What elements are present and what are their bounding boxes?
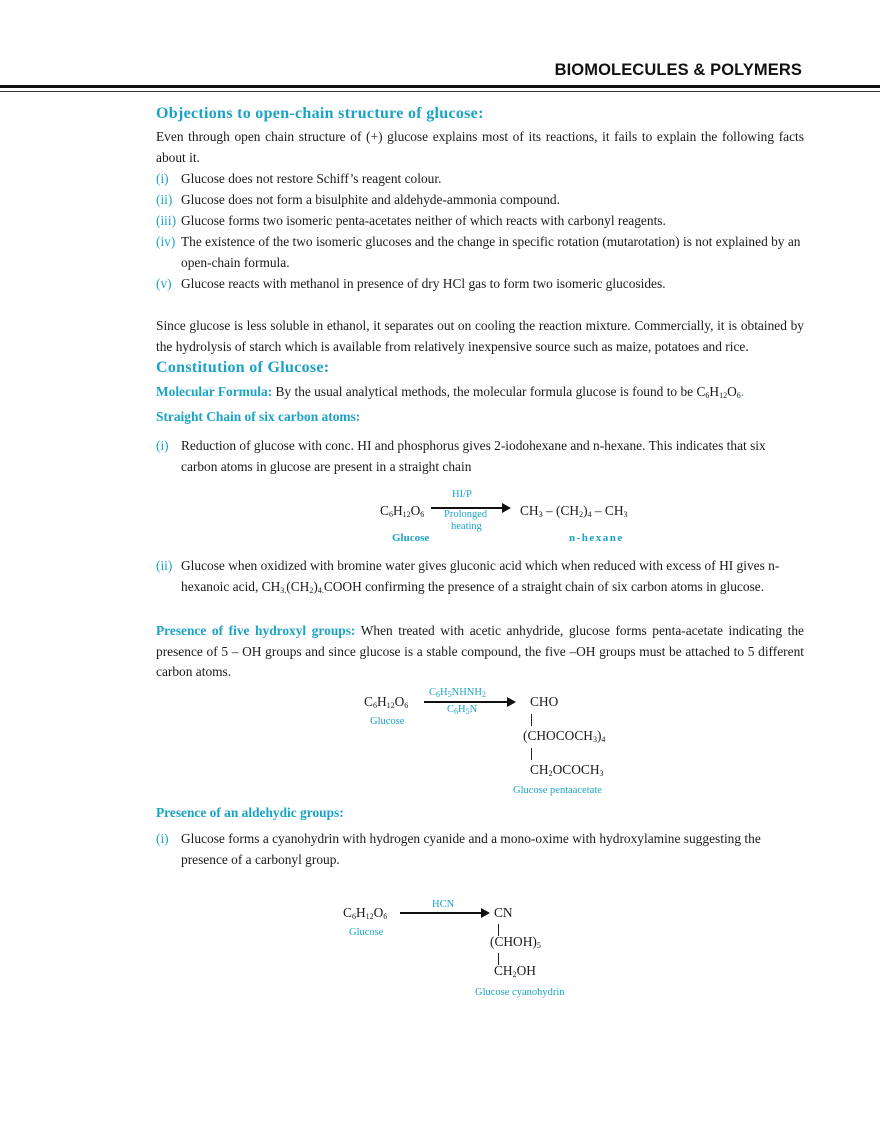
- objection-item: (ii) Glucose does not form a bisulphite …: [156, 189, 804, 210]
- item-number: (iv): [156, 234, 176, 249]
- item-text: Glucose when oxidized with bromine water…: [181, 558, 780, 595]
- reaction-arrow-icon: [431, 503, 511, 513]
- item-number: (iii): [156, 213, 177, 228]
- item-text: Glucose forms two isomeric penta-acetate…: [181, 213, 666, 228]
- reagent-bottom: C6H5N: [447, 704, 478, 716]
- straight-chain-item-2: (ii) Glucose when oxidized with bromine …: [156, 555, 804, 597]
- reaction-arrow-icon: [424, 697, 516, 707]
- item-number: (i): [156, 171, 169, 186]
- bond-line: [498, 953, 499, 965]
- item-number: (ii): [156, 192, 173, 207]
- molecular-formula-paragraph: Molecular Formula: By the usual analytic…: [156, 384, 745, 400]
- product-label: Glucose cyanohydrin: [475, 987, 565, 998]
- item-text: The existence of the two isomeric glucos…: [181, 234, 801, 270]
- reactant-label: Glucose: [349, 927, 384, 938]
- reactant-label: Glucose: [392, 532, 430, 544]
- bond-line: [498, 924, 499, 936]
- bond-line: [531, 748, 532, 760]
- page-content: Objections to open-chain structure of gl…: [156, 103, 804, 477]
- product-line-chohoh: (CHOH)5: [490, 934, 541, 950]
- molecular-formula-label: Molecular Formula:: [156, 384, 273, 399]
- product-line-chococh3: (CHOCOCH3)4: [523, 728, 606, 744]
- item-text: Glucose does not form a bisulphite and a…: [181, 192, 560, 207]
- reagent-bottom-1: Prolonged: [444, 509, 488, 520]
- item-number: (i): [156, 438, 169, 453]
- product-line-ch2oh: CH2OH: [494, 963, 536, 979]
- item-text: Glucose reacts with methanol in presence…: [181, 276, 666, 291]
- bond-line: [531, 714, 532, 726]
- product-line-cho: CHO: [530, 694, 559, 709]
- hydroxyl-text: When treated with acetic anhydride, gluc…: [156, 623, 804, 679]
- objection-item: (iv) The existence of the two isomeric g…: [156, 231, 804, 273]
- product-label: n-hexane: [569, 532, 624, 544]
- reactant-glucose-formula: C6H12O6: [364, 694, 409, 710]
- hydroxyl-label: Presence of five hydroxyl groups:: [156, 623, 356, 638]
- item-number: (i): [156, 831, 169, 846]
- reactant-label: Glucose: [370, 716, 405, 727]
- objections-heading: Objections to open-chain structure of gl…: [156, 105, 484, 122]
- header-rule-thick: [0, 85, 880, 88]
- product-n-hexane-formula: CH3 – (CH2)4 – CH3: [520, 503, 628, 519]
- objection-item: (v) Glucose reacts with methanol in pres…: [156, 273, 804, 294]
- running-header-title: BIOMOLECULES & POLYMERS: [554, 61, 802, 79]
- aldehydic-item-1: (i) Glucose forms a cyanohydrin with hyd…: [156, 829, 804, 870]
- straight-chain-item: (i) Reduction of glucose with conc. HI a…: [156, 435, 804, 477]
- reaction-arrow-icon: [400, 908, 490, 918]
- item-text: Glucose forms a cyanohydrin with hydroge…: [181, 831, 761, 867]
- product-label: Glucose pentaacetate: [513, 785, 602, 796]
- objection-item: (iii) Glucose forms two isomeric penta-a…: [156, 210, 804, 231]
- objections-intro: Even through open chain structure of (+)…: [156, 129, 804, 165]
- item-text: Glucose does not restore Schiff’s reagen…: [181, 171, 442, 186]
- product-line-cn: CN: [494, 905, 513, 920]
- reactant-glucose-formula: C6H12O6: [380, 503, 425, 519]
- header-rule-thin: [0, 91, 880, 92]
- product-line-ch2ococh3: CH2OCOCH3: [530, 762, 604, 778]
- item-number: (v): [156, 276, 172, 291]
- reagent-bottom-2: heating: [451, 521, 482, 532]
- reagent-top: C6H5NHNH2: [429, 687, 486, 699]
- objection-item: (i) Glucose does not restore Schiff’s re…: [156, 168, 804, 189]
- reagent-top: HCN: [432, 899, 455, 910]
- constitution-heading: Constitution of Glucose:: [156, 359, 330, 376]
- hydroxyl-paragraph: Presence of five hydroxyl groups: When t…: [156, 621, 804, 683]
- aldehydic-heading: Presence of an aldehydic groups:: [156, 805, 344, 820]
- commercial-paragraph: Since glucose is less soluble in ethanol…: [156, 318, 804, 354]
- reagent-top: HI/P: [452, 489, 472, 500]
- glucose-formula: C6H12O6: [696, 384, 741, 400]
- molecular-formula-text: By the usual analytical methods, the mol…: [272, 384, 697, 399]
- item-number: (ii): [156, 558, 173, 573]
- item-text: Reduction of glucose with conc. HI and p…: [181, 438, 766, 474]
- straight-chain-heading: Straight Chain of six carbon atoms:: [156, 409, 361, 424]
- reactant-glucose-formula: C6H12O6: [343, 905, 388, 921]
